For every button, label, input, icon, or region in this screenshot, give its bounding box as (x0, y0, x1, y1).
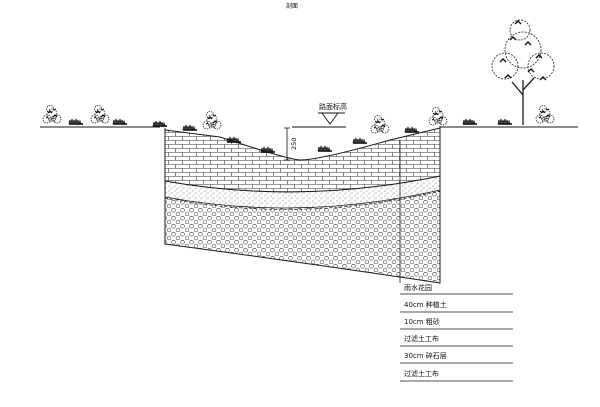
soil-section (164, 126, 441, 284)
shrub-icon (90, 104, 110, 124)
grass-icon (112, 118, 128, 125)
tree-icon (491, 19, 555, 125)
surface-elevation-label: 路面标高 (319, 102, 347, 111)
legend-row: 30cm 碎石层 (404, 351, 447, 360)
grass-icon (404, 126, 420, 133)
shrub-icon (370, 114, 390, 134)
shrub-icon (202, 110, 222, 130)
grass-icon (260, 146, 276, 153)
legend-row: 40cm 种植土 (404, 300, 447, 309)
grass-icon (462, 118, 478, 125)
grass-icon (226, 136, 242, 143)
planting-soil-layer (164, 127, 441, 193)
layer-legend: 雨水花园 40cm 种植土 10cm 粗砂 过滤土工布 30cm 碎石层 过滤土… (400, 283, 513, 382)
diagram-title: 剖面 (286, 2, 298, 10)
filter-fabric-line (164, 190, 441, 210)
grass-icon (317, 145, 333, 152)
grass-icon (68, 118, 84, 125)
surface-elevation-marker: 路面标高 250 (284, 102, 347, 161)
grass-icon (182, 124, 198, 131)
legend-row: 过滤土工布 (404, 369, 439, 378)
grass-icon (352, 137, 368, 144)
grass-icon (497, 118, 513, 125)
legend-row: 过滤土工布 (404, 334, 439, 343)
vegetation (42, 19, 555, 153)
shrub-icon (42, 104, 62, 124)
legend-title: 雨水花园 (404, 283, 432, 292)
depth-dimension: 250 (290, 138, 298, 150)
legend-row: 10cm 粗砂 (404, 317, 440, 326)
shrub-icon (535, 104, 555, 124)
shrub-icon (428, 106, 448, 126)
grass-icon (152, 120, 168, 127)
